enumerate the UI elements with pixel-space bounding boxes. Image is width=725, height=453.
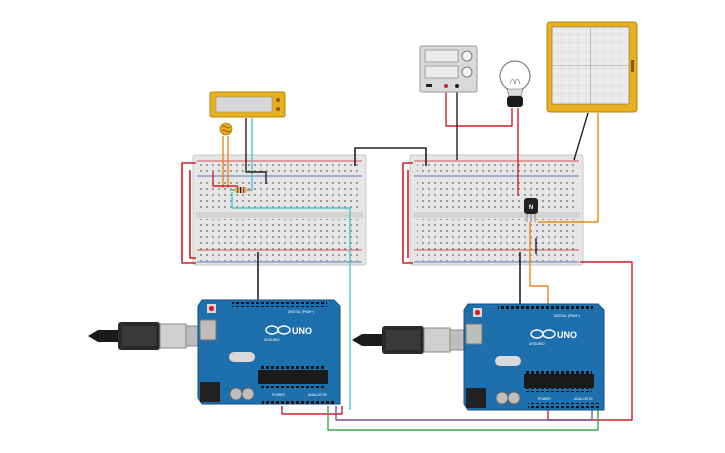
- wire-red-right-rail: [402, 162, 413, 264]
- arduino-logo-left: UNO ARDUINO: [264, 325, 312, 342]
- wire-orange-transistor: [529, 222, 549, 312]
- left-brand-label: ARDUINO: [264, 338, 280, 342]
- right-digital-header: DIGITAL (PWM~): [554, 314, 580, 318]
- arduino-left[interactable]: DIGITAL (PWM~) UNO ARDUINO POWER ANALOG …: [197, 299, 341, 405]
- transistor-label: N: [529, 205, 533, 211]
- right-model-label: UNO: [557, 330, 577, 340]
- light-bulb-icon[interactable]: [499, 60, 531, 107]
- wire-orange-scope: [538, 113, 599, 223]
- right-power-header: POWER: [538, 397, 551, 401]
- photoresistor-icon[interactable]: [219, 122, 233, 136]
- wire-teal-analog: [231, 192, 351, 410]
- left-analog-header: ANALOG IN: [308, 393, 327, 397]
- power-supply[interactable]: [419, 45, 478, 93]
- right-analog-header: ANALOG IN: [574, 397, 593, 401]
- oscilloscope[interactable]: [546, 21, 638, 113]
- usb-cable-icon[interactable]: [88, 322, 201, 350]
- wire-green-bottom: [327, 406, 599, 431]
- left-digital-header: DIGITAL (PWM~): [288, 310, 314, 314]
- wire-red-left-arduino: [189, 170, 196, 259]
- wires: [181, 88, 633, 431]
- arduino-right[interactable]: DIGITAL (PWM~) UNO ARDUINO POWER ANALOG …: [463, 303, 605, 411]
- transistor-icon[interactable]: N: [524, 198, 538, 222]
- breadboard-left[interactable]: [192, 154, 367, 266]
- wire-purple-bottom: [335, 406, 593, 421]
- wire-red-supply: [445, 88, 513, 127]
- wire-black-scope: [573, 112, 589, 161]
- wire-red-ldr: [212, 172, 238, 187]
- left-power-header: POWER: [272, 393, 285, 397]
- wire-black-lcd: [245, 118, 267, 184]
- usb-cable-icon-right[interactable]: [352, 326, 465, 354]
- resistor-icon[interactable]: [231, 187, 252, 193]
- wire-red-bottom: [281, 406, 343, 415]
- breadboard-right[interactable]: [409, 154, 584, 266]
- wire-red-left-rail: [181, 162, 196, 264]
- lcd-display[interactable]: [209, 91, 286, 118]
- right-brand-label: ARDUINO: [529, 342, 545, 346]
- wire-red-right-long: [547, 261, 633, 421]
- arduino-logo-right: UNO ARDUINO: [529, 329, 577, 346]
- wire-black-bridge: [354, 147, 427, 166]
- left-model-label: UNO: [292, 326, 312, 336]
